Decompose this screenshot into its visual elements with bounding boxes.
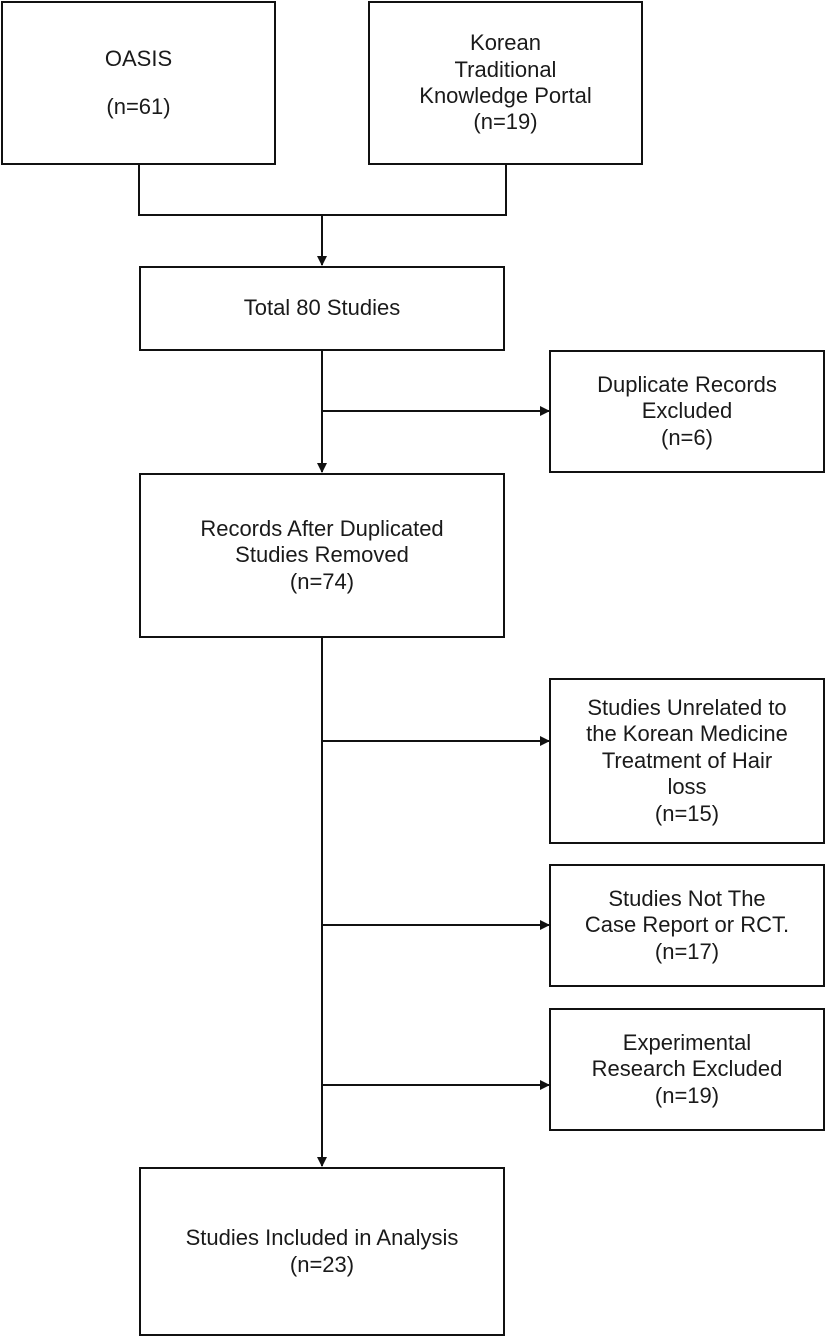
- box-text-line: (n=6): [661, 424, 713, 450]
- box-text-line: Records After Duplicated: [200, 515, 444, 541]
- box-text-line: OASIS: [104, 45, 173, 71]
- box-text-line: Research Excluded: [591, 1056, 783, 1082]
- box-studies-included: Studies Included in Analysis(n=23): [139, 1167, 505, 1336]
- box-text-line: Studies Included in Analysis: [185, 1225, 459, 1251]
- box-text-line: Experimental: [622, 1029, 752, 1055]
- box-text-line: (n=19): [654, 1082, 720, 1108]
- box-text-line: (n=23): [289, 1251, 355, 1277]
- box-text-line: (n=15): [654, 800, 720, 826]
- box-text-line: Excluded: [641, 398, 733, 424]
- box-text-line: Studies Removed: [235, 542, 409, 568]
- box-text-line: Total 80 Studies: [243, 295, 401, 321]
- box-text-line: Studies Not The: [608, 885, 766, 911]
- box-text-line: Traditional: [454, 56, 557, 82]
- box-text-line: Korean: [470, 30, 541, 56]
- box-text-line: Knowledge Portal: [419, 83, 592, 108]
- box-text-line: (n=19): [473, 109, 538, 135]
- box-text-line: Duplicate Records: [597, 371, 777, 397]
- box-oasis: OASIS (n=61): [1, 1, 276, 165]
- box-text-line: Case Report or RCT.: [584, 912, 790, 938]
- source-merge-line: [138, 165, 507, 216]
- box-text-line: (n=74): [289, 568, 355, 594]
- box-text-line: Studies Unrelated to: [587, 695, 787, 721]
- box-text-line: (n=61): [106, 94, 171, 119]
- box-text-line: Treatment of Hair: [601, 747, 773, 773]
- box-total-studies: Total 80 Studies: [139, 266, 505, 351]
- box-text-line: loss: [667, 774, 707, 800]
- box-text-line: the Korean Medicine: [586, 721, 788, 747]
- box-text-line: (n=17): [654, 938, 720, 964]
